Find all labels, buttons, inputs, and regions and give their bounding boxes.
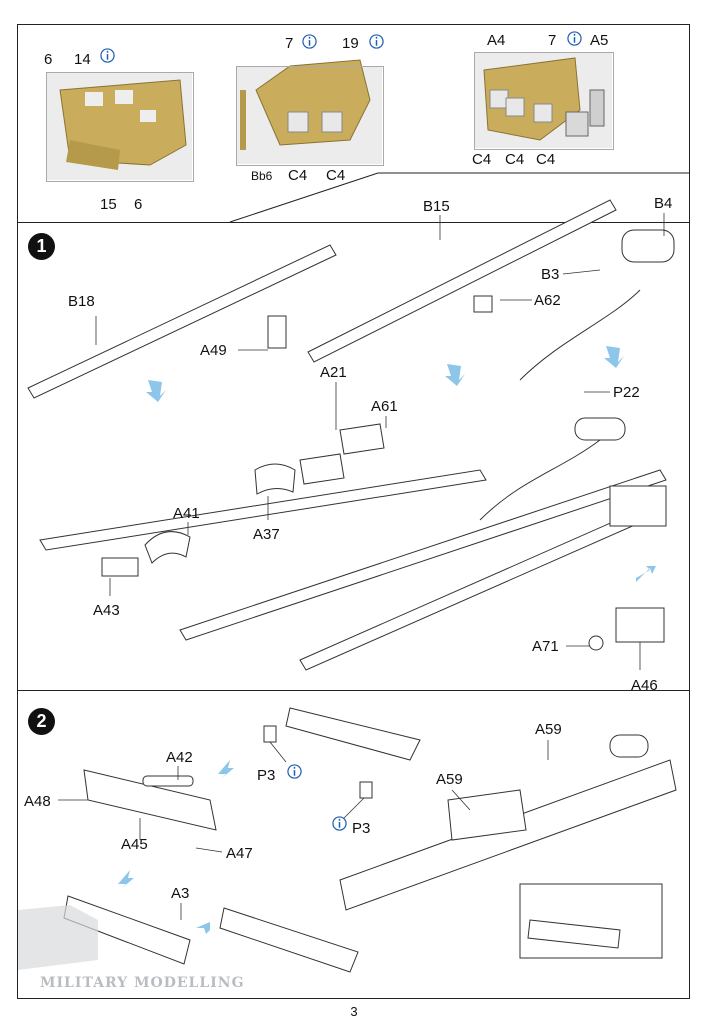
page-frame bbox=[17, 24, 690, 999]
photo1-label: 15 bbox=[100, 196, 117, 213]
photo2-label: C4 bbox=[288, 167, 308, 184]
part-label: A59 bbox=[436, 771, 463, 788]
info-icon bbox=[302, 34, 317, 49]
watermark: MILITARY MODELLING bbox=[40, 975, 245, 991]
step2-separator bbox=[17, 690, 690, 691]
photo1-label: 14 bbox=[74, 51, 91, 68]
photo2-label: Bb6 bbox=[251, 169, 273, 183]
part-label: A3 bbox=[171, 885, 190, 902]
photo-3 bbox=[474, 52, 614, 150]
step1-separator bbox=[17, 222, 690, 223]
photo2-label: 7 bbox=[285, 35, 294, 52]
part-label: P22 bbox=[613, 384, 640, 401]
part-label: B3 bbox=[541, 266, 560, 283]
info-icon bbox=[567, 31, 582, 46]
part-label: A48 bbox=[24, 793, 51, 810]
photo1-label: 6 bbox=[44, 51, 53, 68]
photo3-etch-part bbox=[474, 52, 612, 148]
step2-leader-lines bbox=[58, 740, 549, 920]
step-number-badge: 1 bbox=[28, 233, 55, 260]
step1-small-parts bbox=[101, 423, 385, 577]
photo3-label: C4 bbox=[536, 151, 556, 168]
page-number: 3 bbox=[350, 1004, 358, 1019]
step2-blue-arrows bbox=[118, 760, 234, 934]
photo-divider-line bbox=[229, 172, 379, 223]
photo1-etch-part bbox=[46, 72, 192, 180]
part-label: A61 bbox=[371, 398, 398, 415]
photo-2 bbox=[236, 66, 384, 166]
step1-frame-rails bbox=[27, 199, 675, 671]
part-label: B15 bbox=[423, 198, 450, 215]
part-label: A46 bbox=[631, 677, 658, 694]
part-label: A43 bbox=[93, 602, 120, 619]
part-label: A37 bbox=[253, 526, 280, 543]
step1-leader-lines bbox=[95, 213, 665, 670]
part-label: A71 bbox=[532, 638, 559, 655]
part-label: A41 bbox=[173, 505, 200, 522]
photo3-label: A5 bbox=[590, 32, 609, 49]
step-number-badge: 2 bbox=[28, 708, 55, 735]
photo1-label: 6 bbox=[134, 196, 143, 213]
part-label: A21 bbox=[320, 364, 347, 381]
part-label: A47 bbox=[226, 845, 253, 862]
step2-drawings bbox=[63, 707, 677, 973]
photo2-label: 19 bbox=[342, 35, 359, 52]
part-label: A62 bbox=[534, 292, 561, 309]
watermark-tank-silhouette bbox=[18, 905, 98, 970]
info-icon bbox=[100, 48, 115, 63]
step1-blue-arrows bbox=[146, 346, 656, 582]
photo2-label: C4 bbox=[326, 167, 346, 184]
info-icon bbox=[332, 816, 347, 831]
photo3-label: C4 bbox=[505, 151, 525, 168]
part-label: A49 bbox=[200, 342, 227, 359]
photo3-label: A4 bbox=[487, 32, 506, 49]
info-icon bbox=[369, 34, 384, 49]
info-icon bbox=[287, 764, 302, 779]
part-label: B4 bbox=[654, 195, 673, 212]
part-label: P3 bbox=[352, 820, 371, 837]
photo-1 bbox=[46, 72, 194, 182]
photo3-label: 7 bbox=[548, 32, 557, 49]
part-label: P3 bbox=[257, 767, 276, 784]
photo3-label: C4 bbox=[472, 151, 492, 168]
part-label: A42 bbox=[166, 749, 193, 766]
part-label: B18 bbox=[68, 293, 95, 310]
photo2-etch-part bbox=[236, 59, 382, 164]
part-label: A59 bbox=[535, 721, 562, 738]
part-label: A45 bbox=[121, 836, 148, 853]
